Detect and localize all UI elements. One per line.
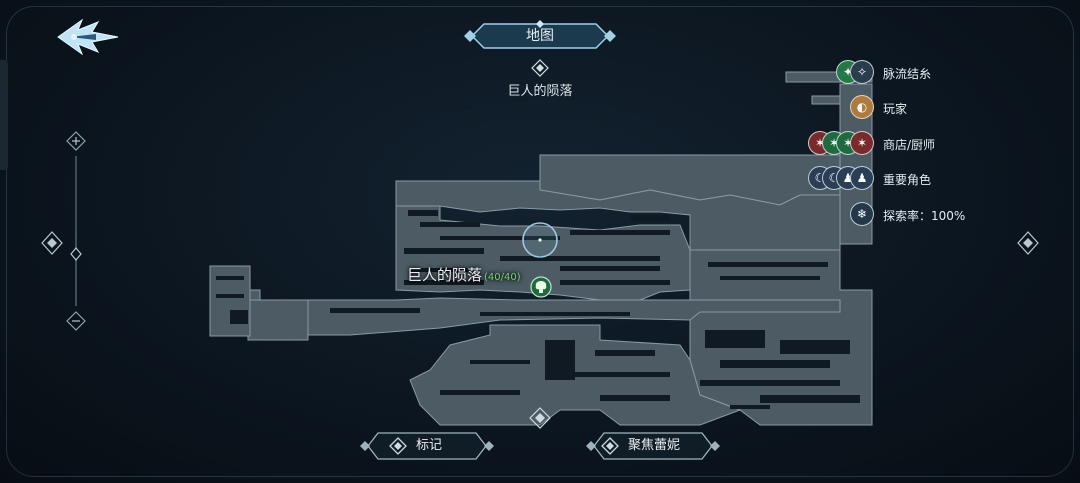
focus-button-label: 聚焦蕾妮 bbox=[628, 438, 681, 453]
legend-label: 脉流结糸 bbox=[883, 67, 932, 81]
mark-button-label: 标记 bbox=[416, 438, 443, 453]
zoom-slider[interactable] bbox=[62, 128, 90, 334]
legend-item-shop[interactable]: ✶ ✶ ✶ ✶ 商店/厨师 bbox=[808, 129, 1076, 159]
legend-item-key-characters[interactable]: ☾ ☾ ♟ ♟ 重要角色 bbox=[808, 164, 1076, 194]
region-name: 巨人的陨落 bbox=[507, 84, 573, 99]
left-nav-icon[interactable] bbox=[40, 230, 64, 256]
zoom-handle bbox=[70, 247, 82, 261]
exploration-rate: 探索率：100% bbox=[883, 209, 966, 223]
legend-item-exploration: ❄ 探索率：100% bbox=[808, 200, 1076, 230]
focus-renee-button[interactable]: 聚焦蕾妮 bbox=[584, 430, 722, 462]
swirl-emblem-icon: ✧ bbox=[850, 60, 874, 84]
map-bottom-emblem-icon bbox=[529, 407, 551, 429]
zoom-out-icon bbox=[66, 311, 86, 331]
region-emblem-icon bbox=[531, 59, 549, 77]
chef-emblem-icon: ✶ bbox=[850, 131, 874, 155]
title-plate: 地图 bbox=[462, 20, 618, 52]
character-emblem-icon: ♟ bbox=[850, 166, 874, 190]
tree-marker-icon[interactable] bbox=[530, 276, 552, 298]
area-name: 巨人的陨落 bbox=[407, 266, 483, 284]
legend-item-player[interactable]: ◐ 玩家 bbox=[808, 93, 1076, 123]
left-edge-tab bbox=[0, 60, 8, 170]
player-emblem-icon: ◐ bbox=[850, 95, 874, 119]
mark-button[interactable]: 标记 bbox=[358, 430, 496, 462]
snowflake-icon: ❄ bbox=[850, 202, 874, 226]
legend-label: 商店/厨师 bbox=[883, 138, 936, 152]
page-title: 地图 bbox=[526, 28, 554, 44]
legend-label: 重要角色 bbox=[883, 173, 932, 187]
focus-icon bbox=[601, 437, 619, 455]
legend-item-ley-line[interactable]: ✦ ✧ 脉流结糸 bbox=[808, 58, 1076, 88]
right-nav-icon[interactable] bbox=[1016, 230, 1040, 256]
legend-label: 玩家 bbox=[883, 102, 908, 116]
area-progress: (40/40) bbox=[484, 272, 521, 283]
back-button-icon[interactable] bbox=[52, 14, 124, 60]
area-label: 巨人的陨落(40/40) bbox=[407, 264, 521, 285]
mark-icon bbox=[389, 437, 407, 455]
zoom-in-icon bbox=[66, 131, 86, 151]
